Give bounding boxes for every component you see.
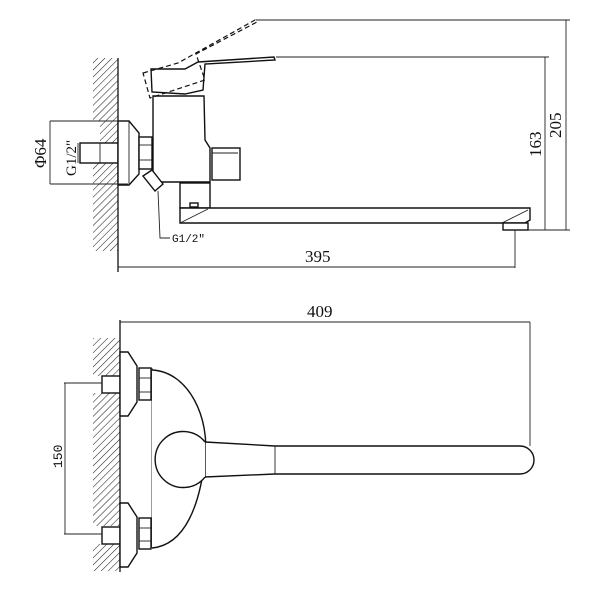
top-view: 409 150 — [51, 302, 535, 572]
small-tab — [189, 202, 199, 208]
angled-outlet — [141, 169, 164, 193]
nut-lower — [138, 517, 152, 550]
flange-lower — [119, 502, 138, 568]
wall-hatch — [93, 393, 120, 526]
flange-upper — [119, 351, 138, 417]
wall-hatch — [93, 338, 120, 376]
wall-flange — [117, 120, 140, 186]
wall-hatch — [93, 544, 120, 571]
flange-diameter-label: Φ64 — [31, 138, 50, 168]
inlet-pipe — [79, 142, 119, 164]
lever-handle-top — [204, 441, 535, 478]
spout-height-label: 163 — [526, 132, 545, 158]
wall-hatch — [100, 121, 118, 143]
total-height-label: 205 — [546, 113, 565, 139]
spout-reach-label: 395 — [305, 247, 331, 266]
connection-nut — [138, 136, 153, 170]
handle-hub — [154, 430, 206, 489]
side-view: G1/2" 205 163 395 Φ64 G1/2" — [31, 19, 570, 272]
wall-hatch — [93, 58, 118, 121]
outlet-leader — [157, 190, 170, 239]
spout-aerator — [502, 222, 529, 231]
inlet-stub-upper — [101, 375, 121, 394]
handle-open-position — [142, 19, 259, 99]
nut-upper — [138, 367, 152, 401]
lever-handle — [150, 56, 276, 95]
spout — [179, 207, 531, 224]
outlet-thread-label: G1/2" — [172, 234, 205, 246]
wall-thread-label: G1/2" — [64, 140, 80, 176]
total-length-label: 409 — [307, 302, 333, 321]
center-distance-label: 150 — [51, 445, 66, 468]
mixer-body — [152, 95, 211, 183]
wall-hatch — [93, 163, 118, 251]
inlet-stub-lower — [101, 526, 121, 545]
